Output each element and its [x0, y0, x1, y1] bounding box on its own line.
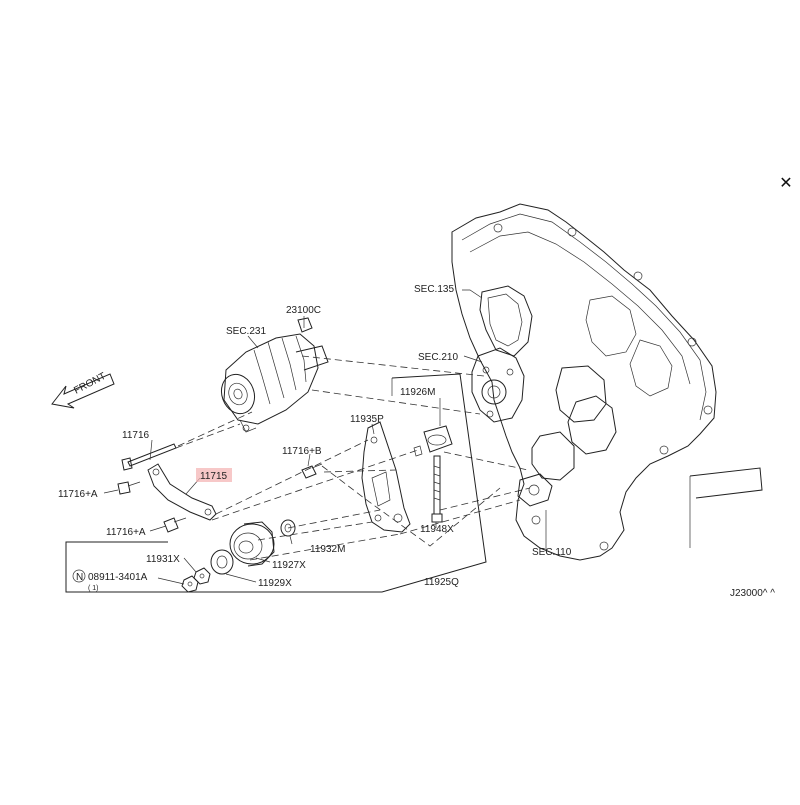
part-11926m — [413, 425, 453, 457]
callout-11716[interactable]: 11716 — [122, 430, 150, 441]
washer-11929x — [210, 549, 234, 575]
close-icon[interactable]: ✕ — [779, 173, 793, 192]
water-pump — [471, 347, 525, 423]
callout-labels[interactable]: SEC.135 SEC.210 SEC.231 23100C 11926M 11… — [58, 284, 572, 592]
callout-11948x[interactable]: 11948X — [420, 524, 454, 535]
callout-11716-a-upper[interactable]: 11716+A — [58, 489, 98, 500]
leader-lines — [103, 289, 547, 585]
assembly-lines — [175, 355, 531, 561]
bracket-11935p — [361, 421, 411, 533]
callout-11932m[interactable]: 11932M — [310, 544, 345, 555]
bolt-11948x — [431, 455, 443, 523]
callout-11929x[interactable]: 11929X — [258, 578, 292, 589]
part-highlight — [196, 468, 232, 482]
callout-11716-b[interactable]: 11716+B — [282, 446, 322, 457]
callout-sec-231[interactable]: SEC.231 — [226, 326, 266, 337]
front-label: FRONT — [72, 371, 108, 397]
callout-08911-qty: ( 1) — [88, 585, 99, 592]
callout-08911-circle — [72, 569, 86, 583]
callout-11927x[interactable]: 11927X — [272, 560, 306, 571]
callout-23100c[interactable]: 23100C — [286, 305, 321, 316]
callout-sec-135[interactable]: SEC.135 — [414, 284, 454, 295]
nuts — [181, 567, 211, 593]
front-arrow-icon — [51, 373, 115, 409]
idler-pulley-11927x — [229, 521, 275, 567]
callout-11926m[interactable]: 11926M — [400, 387, 435, 398]
callout-11935p[interactable]: 11935P — [350, 414, 384, 425]
callout-11925q[interactable]: 11925Q — [424, 577, 459, 588]
callout-sec-110[interactable]: SEC.110 — [532, 547, 572, 558]
callout-11931x[interactable]: 11931X — [146, 554, 180, 565]
diagram-code: J23000^ ^ — [730, 588, 775, 599]
callout-sec-210[interactable]: SEC.210 — [418, 352, 458, 363]
callout-11716-a-lower[interactable]: 11716+A — [106, 527, 146, 538]
spacer-11932m — [280, 519, 296, 537]
callout-08911-prefix: N — [76, 572, 83, 583]
alternator — [220, 317, 329, 433]
group-frame-11925q — [65, 373, 487, 593]
callout-08911-3401a[interactable]: 08911-3401A — [88, 572, 148, 583]
bolts-11716 — [117, 443, 323, 533]
timing-cover — [451, 203, 763, 561]
callout-11715[interactable]: 11715 — [200, 471, 228, 482]
